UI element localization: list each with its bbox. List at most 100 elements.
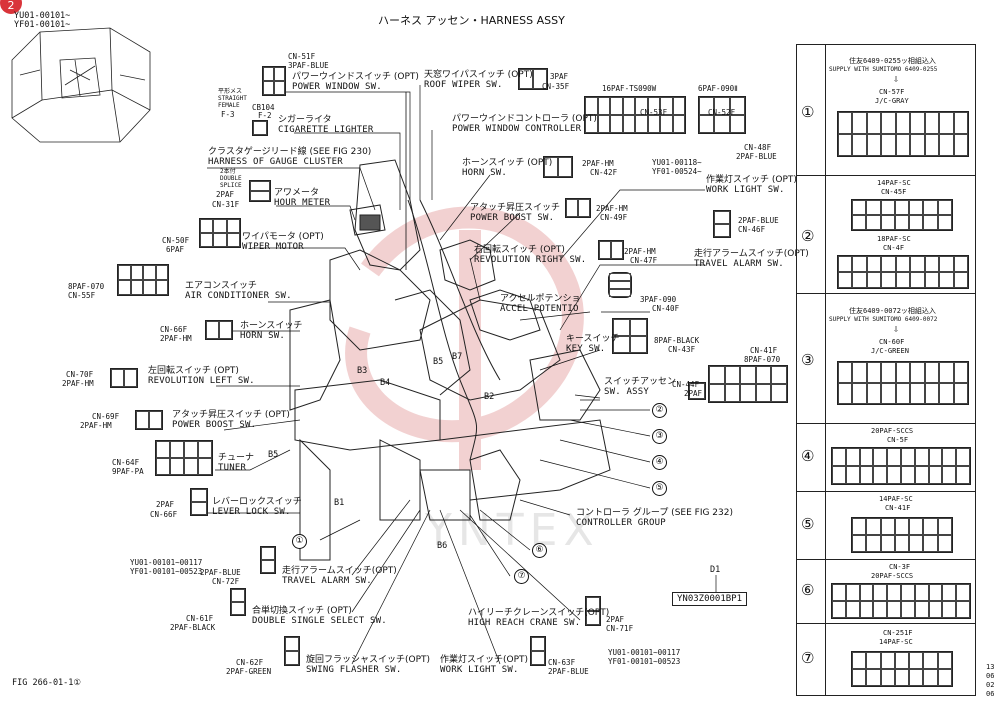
panel-row-7-connector <box>851 651 953 687</box>
edge-number-4: 06 <box>986 690 995 698</box>
cn62-type: 2PAF-GREEN <box>226 667 272 676</box>
panel-row-4-line-1: 20PAF-SCCS <box>871 427 914 435</box>
cn62-code: CN-62F <box>236 658 264 667</box>
watermark-shape <box>345 206 584 470</box>
panel-row-6: ⑥ CN-3F 20PAF-SCCS <box>797 559 975 624</box>
cn55-code: CN-55F <box>68 291 96 300</box>
panel-row-5-num: ⑤ <box>801 515 815 533</box>
cn66-lever-code: CN-66F <box>150 510 178 519</box>
bundle-b1: B1 <box>334 498 345 508</box>
connector-wiper-motor <box>199 218 241 248</box>
label-work-light-bottom: 作業灯スイッチ(OPT)WORK LIGHT SW. <box>440 655 529 675</box>
label-travel-right: 走行アラームスイッチ(OPT)TRAVEL ALARM SW. <box>694 249 809 269</box>
cn35-type: 3PAF <box>550 72 569 81</box>
cn71-code: CN-71F <box>606 624 634 633</box>
connector-horn-left <box>205 320 233 340</box>
cn35-code: CN-35F <box>542 82 570 91</box>
cigarette-side: 平形メス STRAIGHT FEMALE <box>218 88 247 109</box>
cn71-type: 2PAF <box>606 615 625 624</box>
cn40-code: CN-40F <box>652 304 680 313</box>
panel-row-7: ⑦ CN-251F 14PAF-SC <box>797 623 975 695</box>
label-high-reach: ハイリーチクレーンスイッチ(OPT)HIGH REACH CRANE SW. <box>468 608 610 628</box>
work-light-bottom-ref2: YF01-00101~00523 <box>608 657 681 666</box>
connector-rev-right <box>598 240 624 260</box>
connector-air-con <box>117 264 169 296</box>
connector-work-light-bottom <box>530 636 546 666</box>
bundle-b4: B4 <box>380 378 391 388</box>
pw-controller-cn2: 6PAF-090Ⅱ <box>698 84 738 93</box>
label-gauge-cluster: クラスタゲージリード線 (SEE FIG 230)HARNESS OF GAUG… <box>208 147 372 167</box>
panel-row-6-line-1: CN-3F <box>889 563 911 571</box>
cn40-type: 3PAF-090 <box>640 295 677 304</box>
panel-row-1: ① 住友6409-0255ッ相組込入 SUPPLY WITH SUMITOMO … <box>797 45 975 176</box>
machine-thumbnail <box>11 27 151 143</box>
panel-row-5: ⑤ 14PAF-SC CN-41F <box>797 491 975 560</box>
cn31-code: CN-31F <box>212 200 240 209</box>
panel-row-5-line-1: 14PAF-SC <box>879 495 913 503</box>
connector-high-reach <box>585 596 601 626</box>
panel-row-7-num: ⑦ <box>801 649 815 667</box>
connector-accel <box>608 272 632 298</box>
part-code-box: YN03Z0001BP1 <box>672 592 748 606</box>
panel-row-2-connector-a <box>851 199 953 231</box>
panel-row-1-line-3: ⇩ <box>893 74 900 85</box>
connector-tuner <box>155 440 213 476</box>
panel-row-1-line-1: 住友6409-0255ッ相組込入 <box>849 57 936 65</box>
hour-meter-splice: 2本付 DOUBLE SPLICE <box>220 168 242 189</box>
label-power-window-sw: パワーウインドスイッチ (OPT)POWER WINDOW SW. <box>292 72 419 92</box>
label-work-light-top: 作業灯スイッチ (OPT)WORK LIGHT SW. <box>706 175 797 195</box>
cn48-type: 2PAF-BLUE <box>736 152 777 161</box>
connector-swing <box>284 636 300 666</box>
panel-row-4-connector <box>831 447 971 485</box>
cn66-horn-code: CN-66F <box>160 325 188 334</box>
panel-row-6-num: ⑥ <box>801 581 815 599</box>
edge-number-2: 06 <box>986 672 995 680</box>
travel-left-ref2: YF01-00101~00523 <box>130 567 203 576</box>
cn48-code: CN-48F <box>744 143 772 152</box>
cn41-code: CN-41F <box>750 346 778 355</box>
work-light-top-ref1: YU01-00118~ <box>652 158 702 167</box>
callout-3: ③ <box>652 429 667 444</box>
panel-row-2-line-4: CN-4F <box>883 244 905 252</box>
panel-row-7-line-2: 14PAF-SC <box>879 638 913 646</box>
panel-row-6-connector <box>831 583 971 619</box>
connector-double-single <box>230 588 246 616</box>
callout-1: ① <box>292 534 307 549</box>
cn66-horn-type: 2PAF-HM <box>160 334 192 343</box>
panel-row-5-line-2: CN-41F <box>885 504 911 512</box>
connector-power-window <box>262 66 286 96</box>
connector-rev-left <box>110 368 138 388</box>
panel-row-3-line-1: 住友6409-0072ッ相組込入 <box>849 307 936 315</box>
cn70-code: CN-70F <box>66 370 94 379</box>
label-horn-right: ホーンスイッチ (OPT)HORN SW. <box>462 158 553 178</box>
cn72-type: 2PAF-BLUE <box>200 568 241 577</box>
cigarette-f2: F-2 <box>258 111 272 120</box>
page-title: ハーネス アッセン・HARNESS ASSY <box>378 14 565 27</box>
panel-row-7-line-1: CN-251F <box>883 629 913 637</box>
cigarette-f3: F-3 <box>221 110 235 119</box>
panel-row-6-line-2: 20PAF-SCCS <box>871 572 914 580</box>
panel-row-3-line-4: CN-60F <box>879 338 905 346</box>
cn49-code: CN-49F <box>600 213 628 222</box>
ref-line-2: YF01-00101~ <box>14 20 71 30</box>
cn70-type: 2PAF-HM <box>62 379 94 388</box>
console-outline <box>289 159 611 561</box>
bundle-b2: B2 <box>484 392 495 402</box>
callout-4: ④ <box>652 455 667 470</box>
cn49-type: 2PAF-HM <box>596 204 628 213</box>
connector-boost-left <box>135 410 163 430</box>
connector-key <box>612 318 648 354</box>
panel-row-5-connector <box>851 517 953 553</box>
connector-boost-right <box>565 198 591 218</box>
travel-left-ref1: YU01-00101~00117 <box>130 558 203 567</box>
cn47-code: CN-47F <box>630 256 658 265</box>
